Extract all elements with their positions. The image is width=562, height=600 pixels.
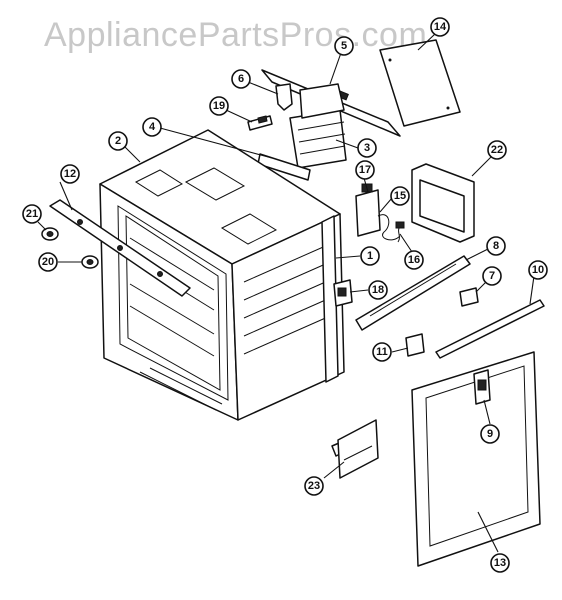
svg-text:9: 9 bbox=[487, 428, 493, 440]
svg-text:15: 15 bbox=[394, 190, 406, 202]
part-10-door-strip[interactable] bbox=[435, 299, 545, 359]
part-4-top-strip[interactable] bbox=[257, 153, 311, 181]
callout-8: 8 bbox=[486, 236, 506, 256]
part-20-knob[interactable] bbox=[81, 255, 99, 269]
callout-16: 16 bbox=[404, 250, 424, 270]
callout-19: 19 bbox=[209, 96, 229, 116]
watermark-text: AppliancePartsPros.com bbox=[44, 16, 427, 54]
svg-text:2: 2 bbox=[115, 135, 121, 147]
part-15-wiring[interactable] bbox=[377, 214, 401, 241]
part-14-rear-panel[interactable] bbox=[379, 39, 461, 127]
leader-lines bbox=[37, 33, 535, 553]
svg-text:3: 3 bbox=[364, 142, 370, 154]
svg-text:10: 10 bbox=[532, 264, 544, 276]
svg-text:8: 8 bbox=[493, 240, 499, 252]
callout-4: 4 bbox=[142, 117, 162, 137]
svg-text:23: 23 bbox=[308, 480, 320, 492]
callout-15: 15 bbox=[390, 186, 410, 206]
part-18-hinge-bracket[interactable] bbox=[333, 279, 353, 307]
part-6-bracket[interactable] bbox=[275, 83, 293, 111]
callout-14: 14 bbox=[430, 17, 450, 37]
oven-cavity-body bbox=[99, 129, 345, 421]
part-21-knob[interactable] bbox=[41, 227, 59, 241]
part-16-connector[interactable] bbox=[395, 221, 405, 243]
part-13-door-panel[interactable] bbox=[411, 351, 541, 567]
svg-text:19: 19 bbox=[213, 100, 225, 112]
part-8-lower-rail[interactable] bbox=[355, 255, 471, 331]
part-23-floor-bracket[interactable] bbox=[331, 419, 379, 479]
callout-2: 2 bbox=[108, 131, 128, 151]
callout-9: 9 bbox=[480, 424, 500, 444]
part-12-front-rail[interactable] bbox=[49, 199, 191, 297]
callout-21: 21 bbox=[22, 204, 42, 224]
callout-10: 10 bbox=[528, 260, 548, 280]
svg-text:20: 20 bbox=[42, 256, 54, 268]
svg-text:1: 1 bbox=[367, 250, 373, 262]
svg-text:14: 14 bbox=[434, 21, 447, 33]
svg-text:21: 21 bbox=[26, 208, 38, 220]
part-22-control-box[interactable] bbox=[411, 163, 475, 243]
callout-17: 17 bbox=[355, 160, 375, 180]
callout-13: 13 bbox=[490, 553, 510, 573]
callout-5: 5 bbox=[334, 36, 354, 56]
part-3-vent-duct[interactable] bbox=[289, 83, 347, 169]
callout-6: 6 bbox=[231, 69, 251, 89]
part-9-latch[interactable] bbox=[473, 369, 491, 405]
svg-text:7: 7 bbox=[489, 270, 495, 282]
part-11-plate[interactable] bbox=[405, 333, 425, 357]
callout-22: 22 bbox=[487, 140, 507, 160]
part-19-clip[interactable] bbox=[247, 115, 273, 131]
callout-1: 1 bbox=[360, 246, 380, 266]
callout-7: 7 bbox=[482, 266, 502, 286]
svg-text:11: 11 bbox=[376, 346, 388, 358]
part-1-side-trim[interactable] bbox=[321, 215, 339, 383]
callout-11: 11 bbox=[372, 342, 392, 362]
svg-text:18: 18 bbox=[372, 284, 384, 296]
callout-3: 3 bbox=[357, 138, 377, 158]
callout-23: 23 bbox=[304, 476, 324, 496]
svg-text:5: 5 bbox=[341, 40, 347, 52]
callout-20: 20 bbox=[38, 252, 58, 272]
callout-18: 18 bbox=[368, 280, 388, 300]
svg-text:13: 13 bbox=[494, 557, 506, 569]
svg-text:22: 22 bbox=[491, 144, 503, 156]
callout-12: 12 bbox=[60, 164, 80, 184]
svg-text:16: 16 bbox=[408, 254, 420, 266]
svg-text:17: 17 bbox=[359, 164, 371, 176]
svg-text:4: 4 bbox=[149, 121, 156, 133]
svg-text:6: 6 bbox=[238, 73, 244, 85]
svg-text:12: 12 bbox=[64, 168, 76, 180]
part-7-plate[interactable] bbox=[459, 287, 479, 307]
